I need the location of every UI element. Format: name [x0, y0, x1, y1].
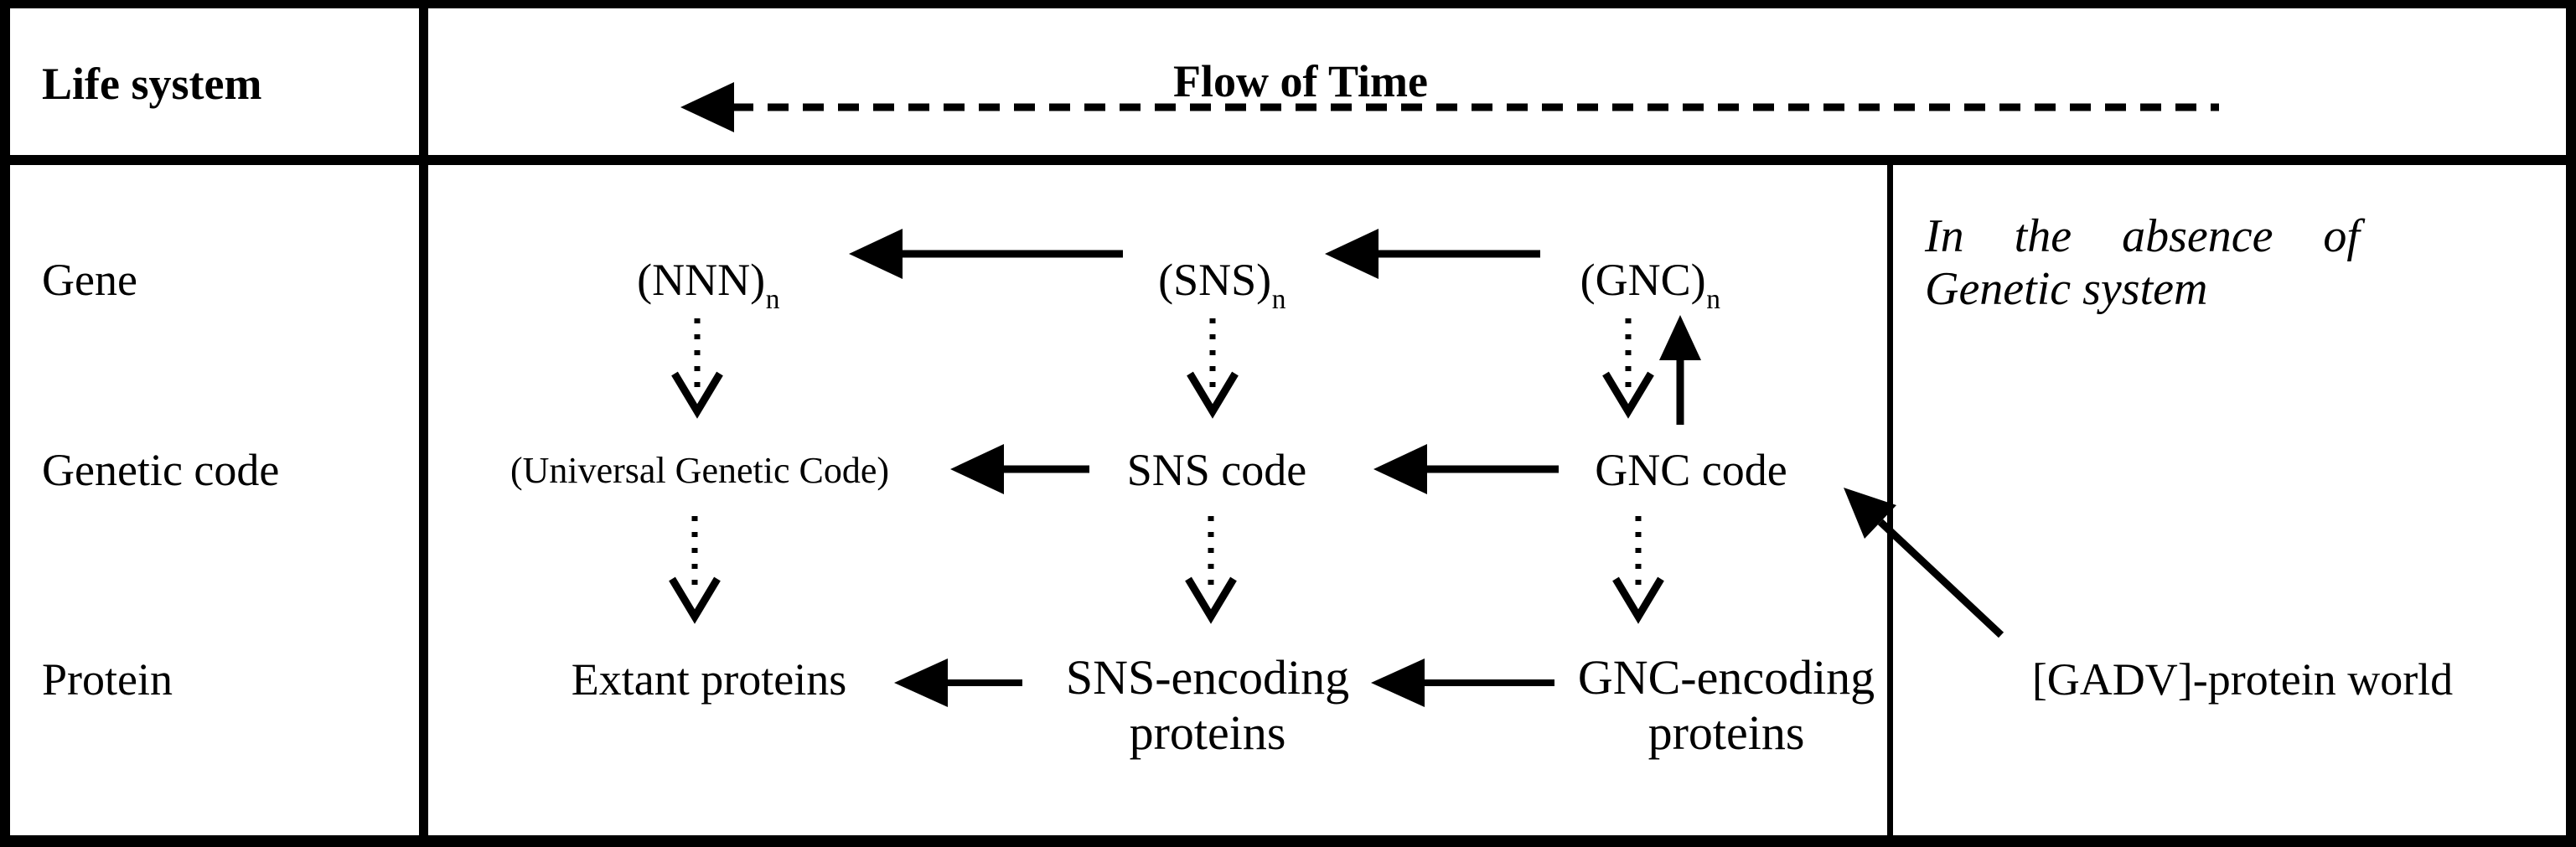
table-border-bottom	[0, 835, 2576, 847]
node-gnc-base: (GNC)	[1580, 255, 1706, 305]
dotted-arrow-snscode-to-snsproteins	[1185, 516, 1237, 624]
row-label-gene: Gene	[42, 255, 137, 305]
right-panel-divider	[1887, 165, 1893, 835]
table-border-top	[0, 0, 2576, 8]
node-sns-subscript: n	[1271, 283, 1286, 315]
arrow-gadv-world-to-gnccode	[1844, 488, 2004, 638]
table-border-right	[2566, 0, 2576, 847]
dotted-arrow-gnc-gene-to-gnccode	[1602, 318, 1654, 419]
dotted-arrow-universal-code-to-extant	[669, 516, 721, 624]
node-sns-code: SNS code	[1126, 445, 1307, 495]
dotted-arrow-sns-gene-to-snscode	[1187, 318, 1239, 419]
node-nnn-gene: (NNN)n	[637, 255, 779, 313]
node-nnn-subscript: n	[765, 283, 780, 315]
dotted-arrow-nnn-to-universal-code	[671, 318, 723, 419]
node-gnc-subscript: n	[1706, 283, 1721, 315]
dotted-arrow-gnccode-to-gncproteins	[1612, 516, 1664, 624]
node-sns-gene: (SNS)n	[1158, 255, 1285, 313]
header-row-divider	[0, 155, 2576, 165]
sns-encoding-line1: SNS-encoding	[1065, 650, 1350, 705]
node-sns-base: (SNS)	[1158, 255, 1272, 305]
arrow-sns-gene-to-nnn-gene	[849, 229, 1123, 279]
arrow-gnccode-up-to-gnc-gene	[1659, 315, 1701, 425]
row-label-protein: Protein	[42, 654, 173, 705]
note-line1: In the absence of	[1925, 210, 2360, 262]
arrow-snscode-to-universal-code	[950, 444, 1089, 494]
header-flow-of-time: Flow of Time	[1173, 56, 1428, 106]
gnc-encoding-line1: GNC-encoding	[1577, 650, 1875, 705]
sns-encoding-line2: proteins	[1129, 705, 1286, 760]
node-extant-proteins: Extant proteins	[571, 654, 847, 705]
node-gadv-protein-world: [GADV]-protein world	[2031, 654, 2454, 705]
label-column-divider	[419, 0, 428, 847]
table-border-left	[0, 0, 10, 847]
node-universal-genetic-code: (Universal Genetic Code)	[510, 450, 890, 491]
note-line2: Genetic system	[1925, 263, 2208, 315]
arrow-gnccode-to-snscode	[1373, 444, 1559, 494]
arrow-snsproteins-to-extant	[894, 658, 1022, 707]
node-gnc-code: GNC code	[1595, 445, 1787, 495]
arrow-gncproteins-to-snsproteins	[1371, 658, 1554, 707]
flow-of-time-dashed-arrow	[680, 82, 2219, 132]
row-label-genetic-code: Genetic code	[42, 445, 280, 495]
node-nnn-base: (NNN)	[637, 255, 766, 305]
gnc-encoding-line2: proteins	[1648, 705, 1805, 760]
node-gnc-gene: (GNC)n	[1580, 255, 1720, 313]
arrow-gnc-gene-to-sns-gene	[1325, 229, 1540, 279]
header-life-system: Life system	[42, 59, 262, 109]
